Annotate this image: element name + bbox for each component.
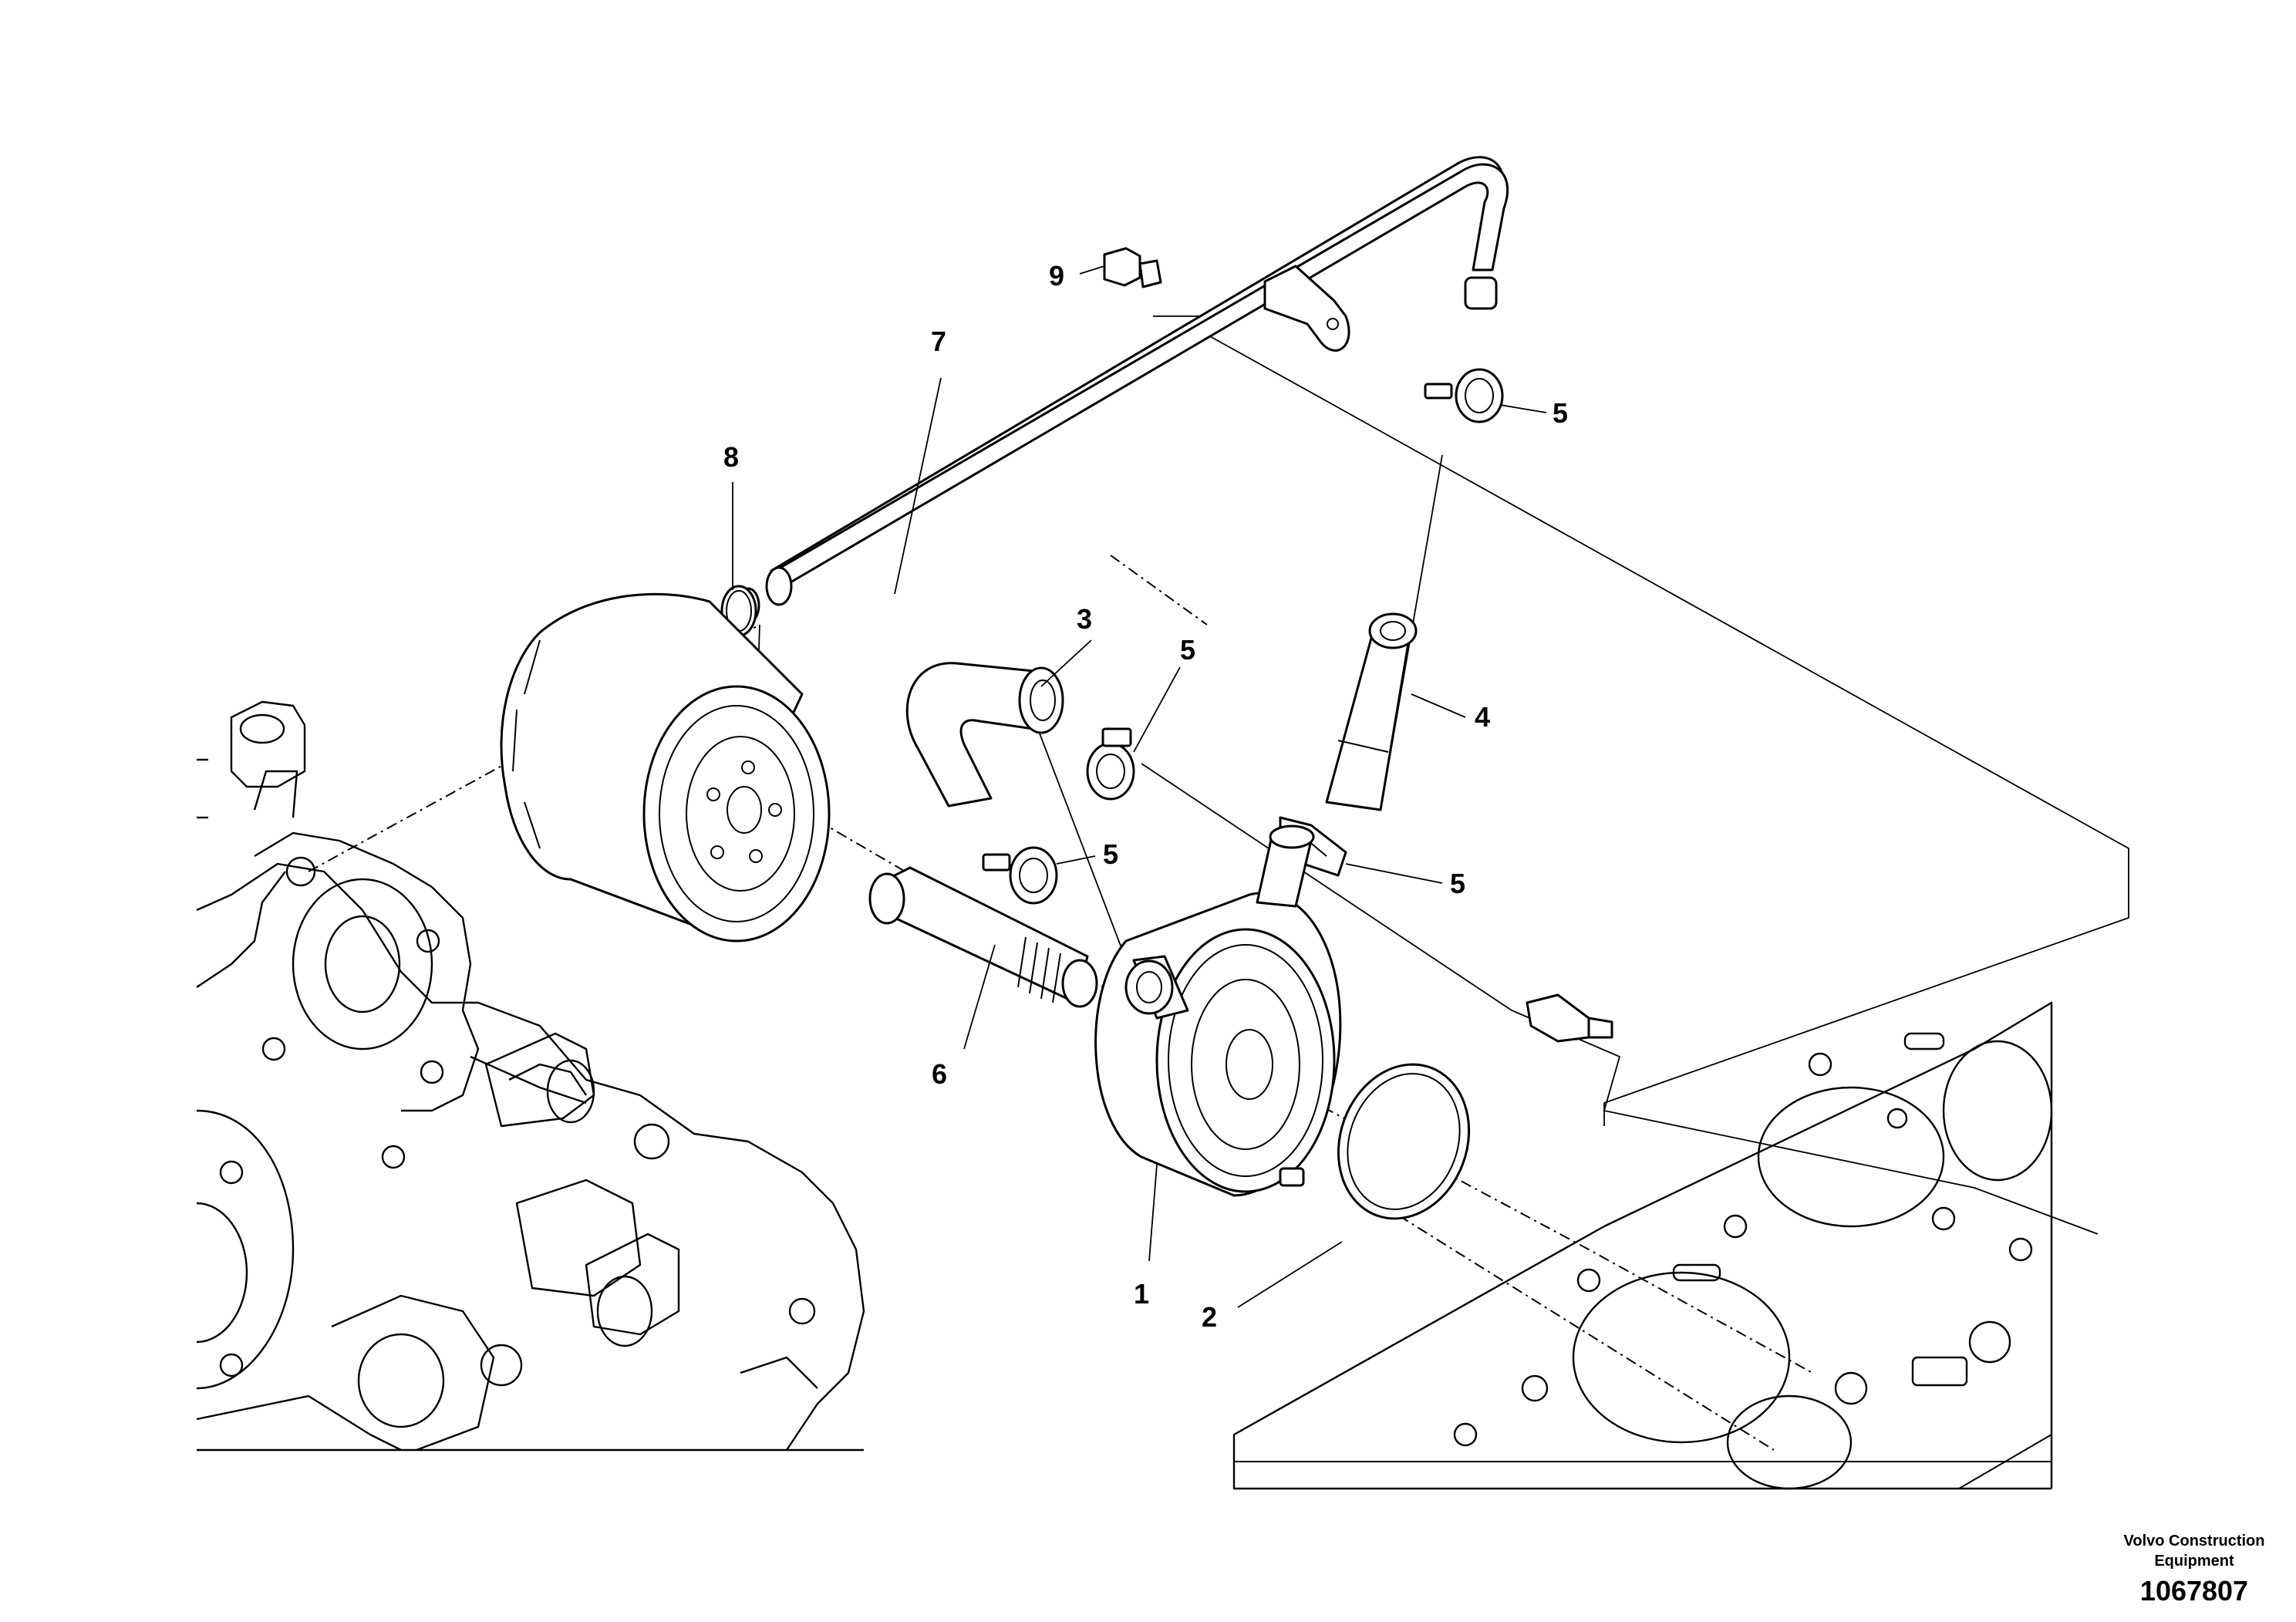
threaded-fitting[interactable]: [1526, 993, 1613, 1043]
callout-5-top: 5: [1553, 397, 1568, 429]
callout-5-lower: 5: [1103, 838, 1118, 870]
part-5-hose-clamp-middle[interactable]: [1086, 727, 1135, 801]
part-9-bolt[interactable]: [1103, 247, 1162, 288]
callout-5-right: 5: [1450, 868, 1465, 899]
callout-1: 1: [1134, 1278, 1149, 1310]
oil-filter[interactable]: [500, 592, 831, 943]
part-6-threaded-connector[interactable]: [868, 866, 1098, 1008]
callout-4: 4: [1475, 701, 1490, 733]
part-5-hose-clamp-top[interactable]: [1424, 368, 1504, 423]
callout-8: 8: [723, 441, 739, 473]
callout-5-middle: 5: [1180, 634, 1195, 666]
callout-labels: 1 2 3 4 5 5 5 5 6 7 8 9: [723, 260, 1568, 1333]
part-2-gasket-ring[interactable]: [1317, 1046, 1490, 1237]
callout-leaders: [732, 265, 1547, 1308]
part-4-straight-hose[interactable]: [1325, 612, 1418, 811]
callout-2: 2: [1202, 1301, 1217, 1333]
part-3-elbow-hose[interactable]: [905, 662, 1064, 808]
callout-7: 7: [931, 325, 946, 357]
part-1-oil-cooler[interactable]: [1094, 824, 1342, 1197]
cylinder-head-gasket: [1232, 1001, 2053, 1490]
part-5-hose-clamp-lower[interactable]: [982, 846, 1058, 905]
drawing-number: 1067807: [2140, 1575, 2248, 1607]
callout-9: 9: [1049, 260, 1064, 292]
callout-6: 6: [932, 1058, 947, 1090]
engine-timing-cover: [196, 700, 865, 1452]
part-7-oil-pipe[interactable]: [736, 156, 1509, 624]
brand-line-2: Equipment: [2154, 1553, 2234, 1570]
brand-line-1: Volvo Construction: [2124, 1533, 2265, 1549]
callout-3: 3: [1077, 603, 1092, 635]
drawing-footer: Volvo Construction Equipment 1067807: [2124, 1533, 2265, 1607]
